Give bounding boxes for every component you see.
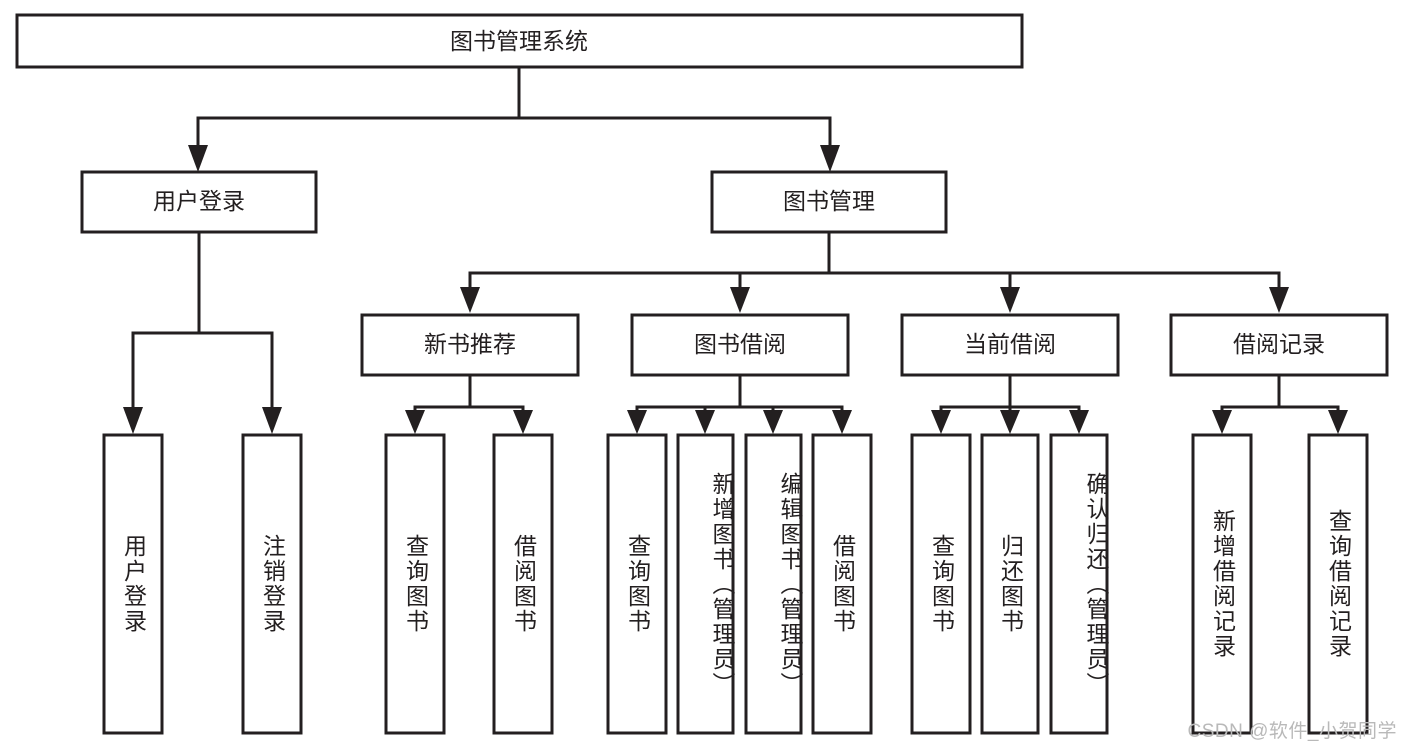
node-new-book-recommend-label: 新书推荐	[424, 331, 516, 357]
leaf-box-borrow-book-1[interactable]	[492, 433, 554, 735]
node-root-box[interactable]	[15, 13, 1024, 69]
csdn-watermark: CSDN @软件_小贺同学	[1187, 721, 1397, 742]
arrowhead-to-current-borrow	[1000, 287, 1020, 313]
arrowhead-leaf-user-login	[123, 407, 143, 434]
arrowhead-to-borrow-record	[1269, 287, 1289, 313]
arrowhead-to-new-book-recommend	[460, 287, 480, 313]
node-borrow-record-box[interactable]	[1169, 313, 1389, 377]
arrowhead-leaf-edit-book	[763, 410, 783, 434]
arrowhead-leaf-query-record	[1328, 410, 1348, 434]
arrowhead-leaf-confirm-return	[1069, 410, 1089, 434]
arrowhead-leaf-query-book-3	[931, 410, 951, 434]
arrowhead-to-book-borrow	[730, 287, 750, 313]
arrowhead-to-user-login	[188, 145, 208, 172]
node-new-book-recommend-box[interactable]	[360, 313, 580, 377]
leaf-box-query-record[interactable]	[1307, 433, 1369, 735]
arrowhead-leaf-borrow-book-2	[832, 410, 852, 434]
leaf-box-add-record[interactable]	[1191, 433, 1253, 735]
node-current-borrow-label: 当前借阅	[964, 331, 1056, 357]
arrowhead-leaf-query-book-1	[405, 410, 425, 434]
node-book-manage-box[interactable]	[710, 170, 948, 234]
arrowhead-leaf-add-record	[1212, 410, 1232, 434]
arrowhead-leaf-return-book	[1000, 410, 1020, 434]
leaf-box-borrow-book-2[interactable]	[811, 433, 873, 735]
node-user-login-label: 用户登录	[153, 188, 245, 214]
node-borrow-record-label: 借阅记录	[1233, 331, 1325, 357]
node-root-label: 图书管理系统	[450, 28, 588, 54]
leaf-box-query-book-3[interactable]	[910, 433, 972, 735]
leaf-box-add-book[interactable]	[676, 433, 735, 735]
leaf-box-query-book-1[interactable]	[384, 433, 446, 735]
arrowhead-leaf-logout-login	[262, 407, 282, 434]
node-book-borrow-label: 图书借阅	[694, 331, 786, 357]
arrowhead-leaf-borrow-book-1	[513, 410, 533, 434]
arrowhead-leaf-query-book-2	[627, 410, 647, 434]
node-book-borrow-box[interactable]	[630, 313, 850, 377]
arrowhead-to-book-manage	[820, 145, 840, 172]
leaf-box-logout-login[interactable]	[241, 433, 303, 735]
leaf-box-edit-book[interactable]	[744, 433, 803, 735]
leaf-box-confirm-return[interactable]	[1049, 433, 1109, 735]
node-current-borrow-box[interactable]	[900, 313, 1120, 377]
leaf-box-return-book[interactable]	[980, 433, 1040, 735]
leaf-box-user-login[interactable]	[102, 433, 164, 735]
arrowhead-leaf-add-book	[695, 410, 715, 434]
node-book-manage-label: 图书管理	[783, 188, 875, 214]
leaf-box-query-book-2[interactable]	[606, 433, 668, 735]
